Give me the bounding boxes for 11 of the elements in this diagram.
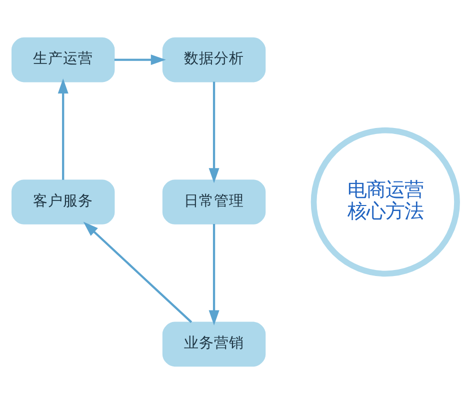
arrow	[208, 82, 220, 184]
node-box: 数据分析	[162, 37, 266, 82]
node-box: 业务营销	[162, 322, 266, 367]
node-circle: 电商运营 核心方法	[310, 127, 460, 277]
arrow	[58, 78, 68, 180]
node-box: 客户服务	[12, 180, 115, 224]
arrow	[208, 224, 220, 326]
node-box: 生产运营	[12, 37, 115, 82]
node-box: 日常管理	[162, 180, 266, 224]
arrow	[114, 54, 166, 66]
arrow	[83, 222, 192, 323]
